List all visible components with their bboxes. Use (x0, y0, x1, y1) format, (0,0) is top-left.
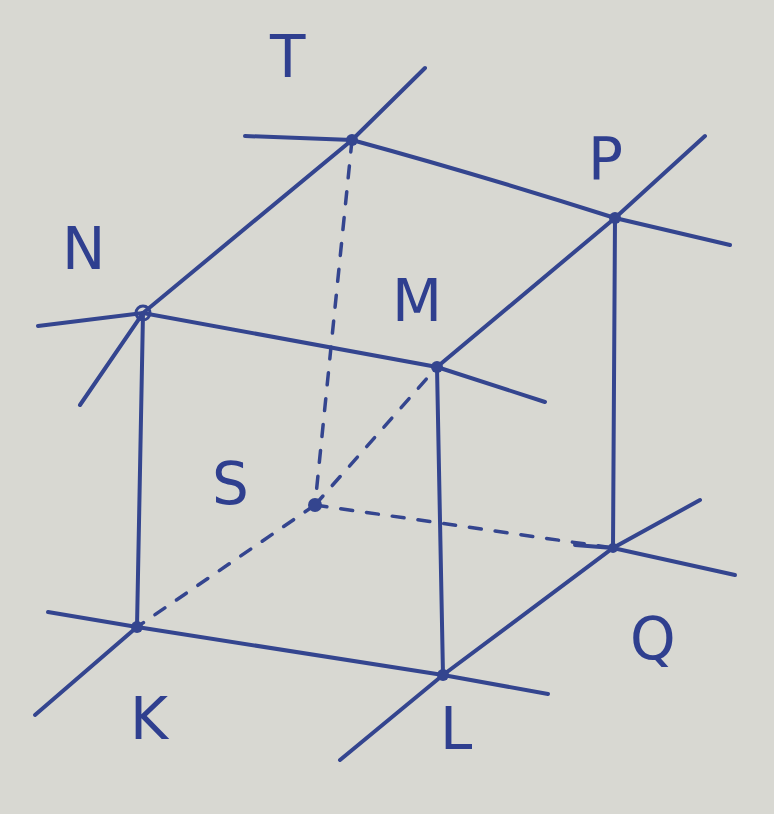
hidden-edge-sm (315, 367, 437, 505)
hidden-edge-sk (137, 505, 315, 627)
vertex-dot (308, 498, 322, 512)
vertex-dot (431, 361, 443, 373)
vertex-label: Q (630, 610, 676, 668)
vertex-dot (346, 134, 358, 146)
edge-line-tp (245, 136, 730, 245)
vertex-dot (136, 306, 150, 320)
vertex-label: M (392, 272, 442, 330)
edge-line-lq (340, 500, 700, 760)
hidden-edge-ts (315, 140, 352, 505)
edge-pq (613, 218, 615, 548)
vertex-dot (608, 543, 618, 553)
vertex-label: L (440, 700, 472, 758)
edge-line-k (35, 627, 137, 715)
vertex-label: P (588, 130, 623, 188)
vertex-label: K (130, 690, 168, 748)
edge-line-mp (437, 136, 705, 367)
hidden-edge-sq (315, 505, 613, 548)
vertex-label: T (270, 28, 305, 86)
vertex-label: N (62, 220, 105, 278)
edge-line-nt (80, 68, 425, 405)
edge-nk (137, 313, 143, 627)
vertex-label: S (212, 455, 249, 513)
edge-line-q (575, 545, 735, 575)
vertex-dot (131, 621, 143, 633)
vertex-dot (437, 669, 449, 681)
edge-ml (437, 367, 443, 675)
vertex-dot (609, 212, 621, 224)
